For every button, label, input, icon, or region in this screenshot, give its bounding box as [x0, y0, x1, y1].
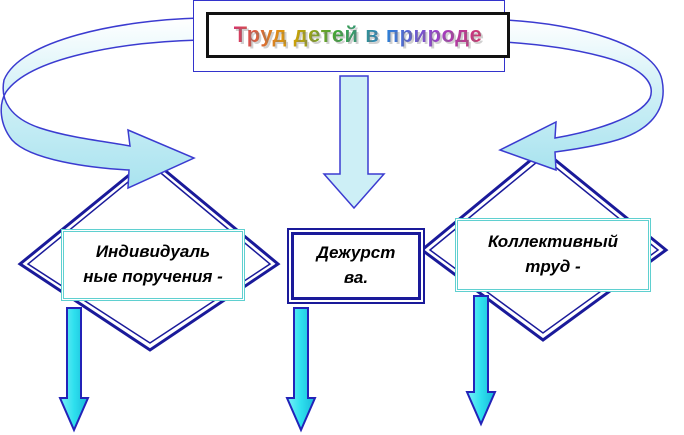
duty-box: Дежурст ва. [287, 228, 425, 304]
individual-tasks-line1: Индивидуаль [95, 242, 211, 262]
collective-work-box: Коллективный труд - [455, 218, 651, 292]
title-box: Труд детей в природе [206, 12, 510, 58]
individual-tasks-box: Индивидуаль ные поручения - [61, 229, 245, 301]
center-down-arrow [322, 75, 386, 210]
diagram-title: Труд детей в природе [233, 22, 483, 47]
down-arrow-middle [285, 307, 317, 433]
down-arrow-right [465, 295, 497, 427]
duty-line1: Дежурст [316, 243, 396, 263]
individual-tasks-line2: ные поручения - [83, 267, 223, 286]
curved-arrow-left [0, 17, 201, 190]
curved-arrow-right [498, 19, 664, 172]
collective-work-line2: труд - [525, 257, 581, 276]
duty-line2: ва. [343, 268, 369, 287]
down-arrow-left [58, 307, 90, 433]
collective-work-line1: Коллективный [487, 232, 619, 252]
